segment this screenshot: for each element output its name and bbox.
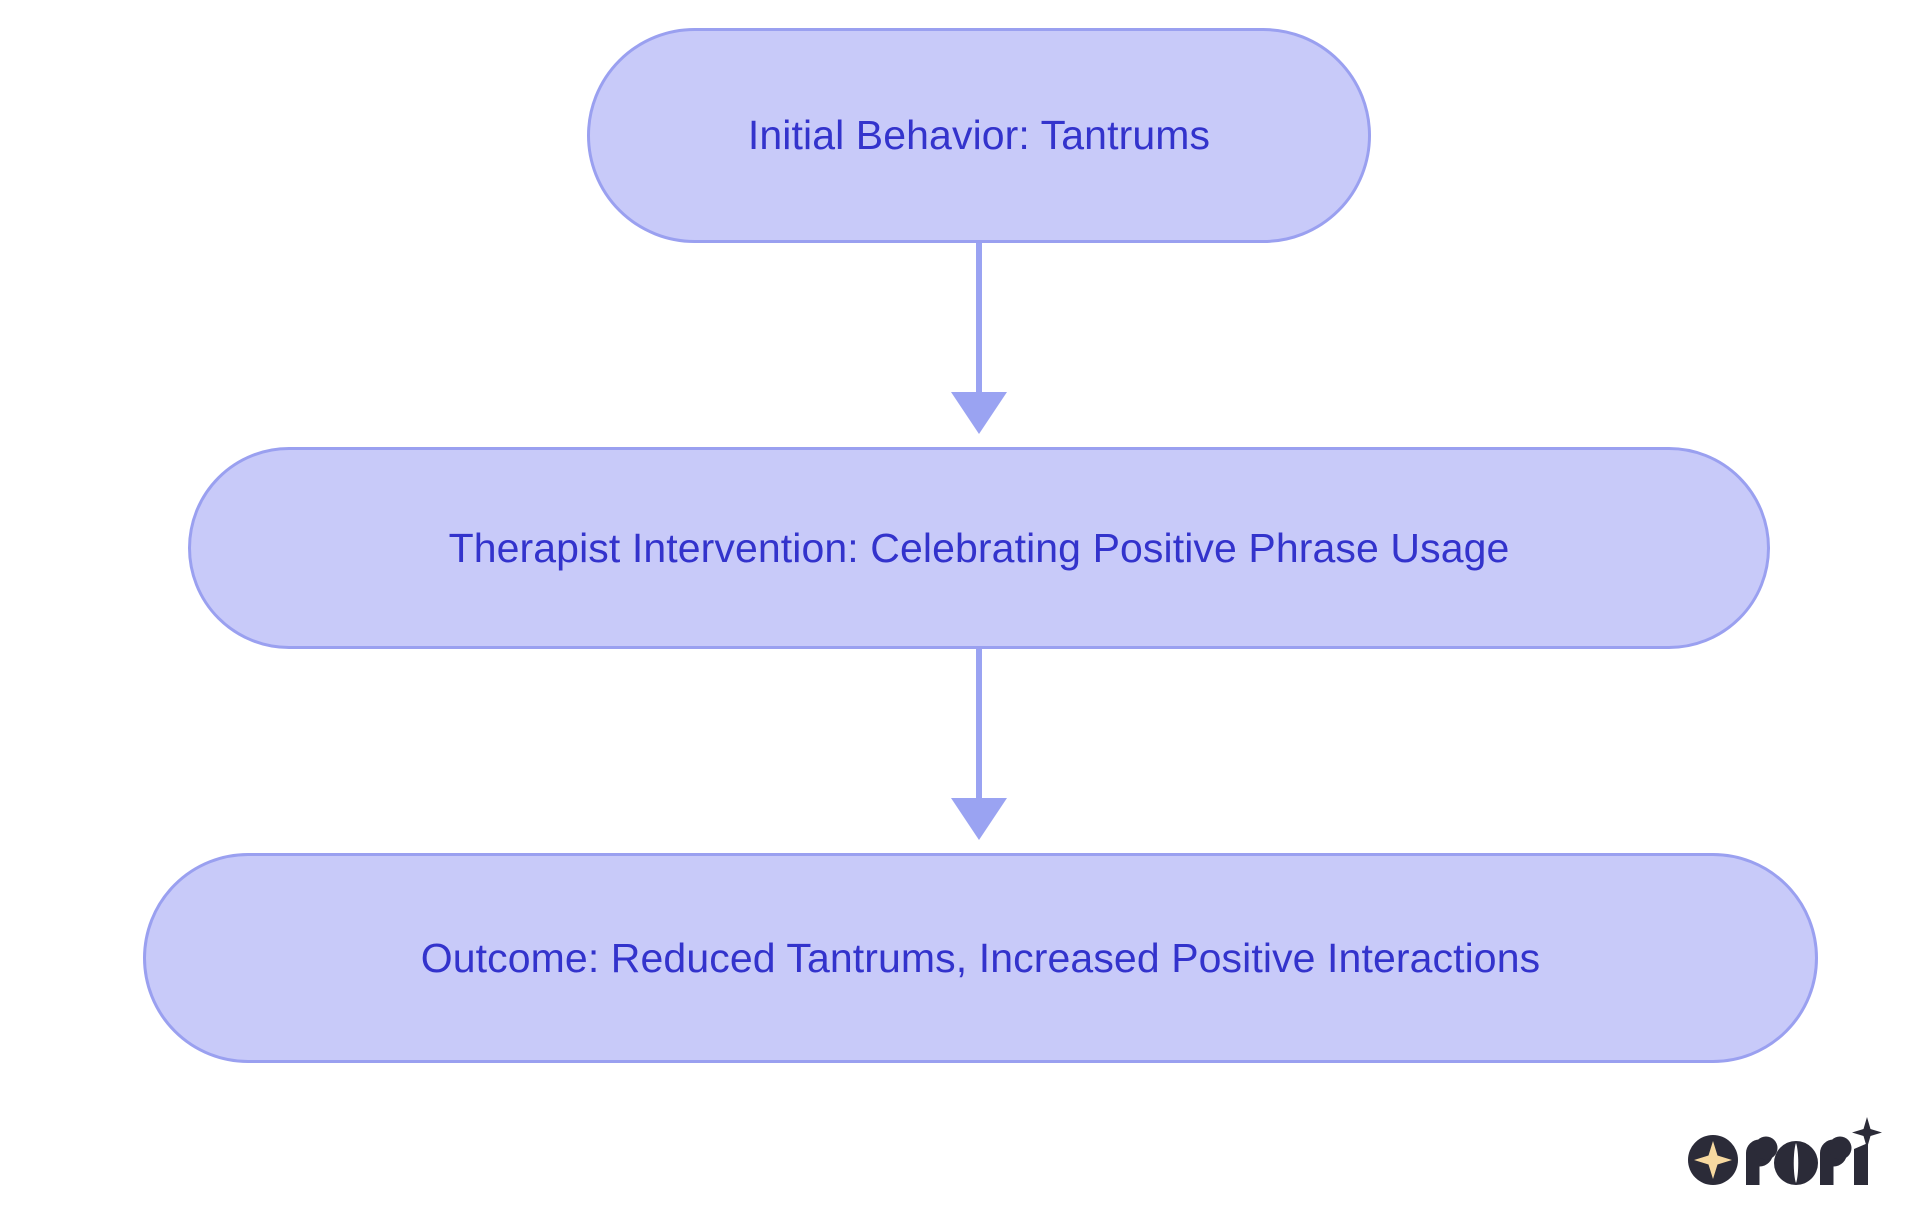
flow-node-label: Outcome: Reduced Tantrums, Increased Pos… — [420, 934, 1541, 981]
flow-node-therapist-intervention[interactable]: Therapist Intervention: Celebrating Posi… — [188, 447, 1770, 649]
rori-logo — [1686, 1115, 1882, 1193]
flow-node-label: Initial Behavior: Tantrums — [747, 112, 1211, 158]
flow-node-label: Therapist Intervention: Celebrating Posi… — [448, 524, 1510, 571]
flow-node-outcome[interactable]: Outcome: Reduced Tantrums, Increased Pos… — [143, 853, 1818, 1063]
flow-node-initial-behavior[interactable]: Initial Behavior: Tantrums — [587, 28, 1371, 243]
edge-initial-to-intervention — [951, 243, 1007, 434]
edge-intervention-to-outcome — [951, 649, 1007, 840]
rori-wordmark-icon — [1688, 1117, 1882, 1185]
